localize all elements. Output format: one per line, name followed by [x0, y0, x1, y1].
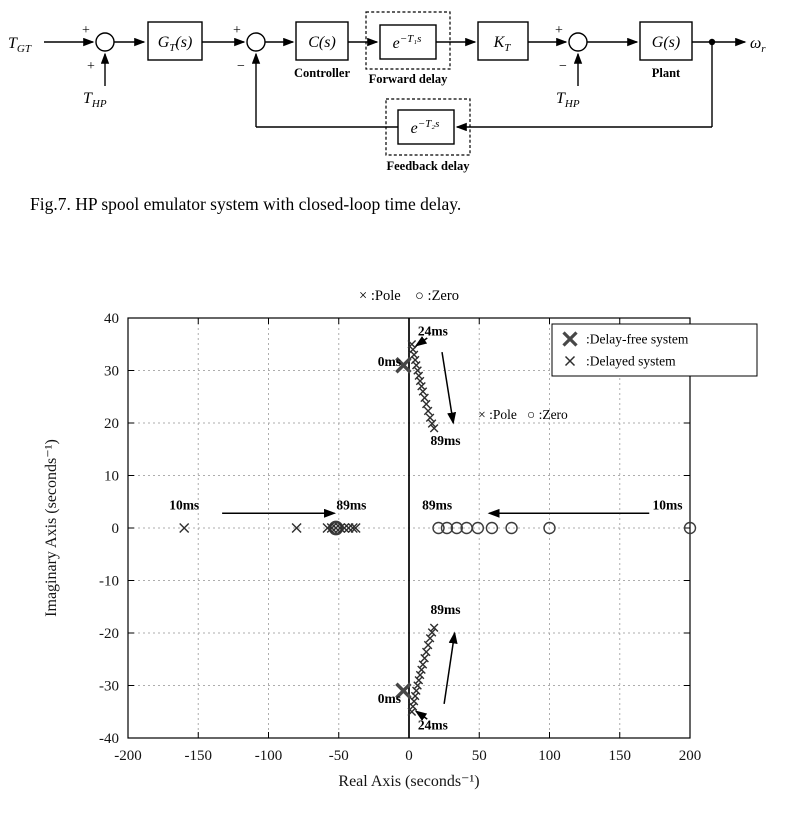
svg-text:10: 10	[104, 469, 119, 485]
series-delayed-real-poles	[179, 523, 361, 533]
forward-delay-label: e−T₁s	[393, 33, 422, 52]
svg-text:10ms: 10ms	[653, 497, 683, 512]
svg-text:Real Axis (seconds⁻¹): Real Axis (seconds⁻¹)	[338, 773, 479, 790]
summing-junction-3	[568, 32, 588, 52]
svg-text:× :Pole ○ :Zero: × :Pole ○ :Zero	[478, 407, 568, 422]
feedback-delay-caption: Feedback delay	[387, 159, 471, 173]
svg-text:24ms: 24ms	[418, 324, 448, 339]
svg-text:-40: -40	[99, 731, 119, 747]
svg-text:-10: -10	[99, 574, 119, 590]
svg-text:-50: -50	[329, 748, 349, 764]
sum3-plus-sign: +	[555, 23, 563, 38]
svg-text:0: 0	[112, 521, 120, 537]
svg-text:89ms: 89ms	[431, 433, 461, 448]
chart-axis-labels: Real Axis (seconds⁻¹) Imaginary Axis (sec…	[43, 288, 568, 790]
omega-output-label: ωr	[750, 35, 766, 55]
svg-text:40: 40	[104, 311, 119, 327]
tgt-input-label: TGT	[8, 35, 32, 55]
svg-text:-100: -100	[255, 748, 283, 764]
svg-text:-200: -200	[114, 748, 142, 764]
svg-text:-20: -20	[99, 626, 119, 642]
plant-block-label: G(s)	[652, 34, 680, 51]
summing-junction-1	[95, 32, 115, 52]
sum1-plus-sign-bottom: +	[87, 59, 95, 74]
series-delayed-upper-poles	[407, 339, 439, 433]
chart-series	[179, 339, 697, 717]
svg-text:200: 200	[679, 748, 702, 764]
series-delay-free-zeros	[328, 520, 344, 536]
chart-legend: :Delay-free system :Delayed system	[551, 323, 758, 377]
block-feedback-delay	[397, 109, 455, 145]
svg-text:Imaginary Axis (seconds⁻¹): Imaginary Axis (seconds⁻¹)	[43, 439, 60, 617]
branch-point	[708, 38, 716, 46]
svg-text:-150: -150	[185, 748, 213, 764]
sum3-minus-sign: −	[559, 59, 567, 74]
forward-delay-dashed-box	[365, 11, 451, 70]
plant-caption: Plant	[652, 66, 681, 80]
chart-axes	[127, 317, 691, 739]
series-delayed-lower-poles	[407, 623, 439, 717]
svg-text:89ms: 89ms	[336, 497, 366, 512]
diagram-signs: + + + − + −	[82, 23, 567, 74]
gt-block-label: GT(s)	[158, 34, 193, 54]
svg-text:0ms: 0ms	[378, 691, 401, 706]
series-delay-free-poles	[395, 357, 412, 699]
svg-text:24ms: 24ms	[418, 717, 448, 732]
svg-text:50: 50	[472, 748, 487, 764]
sum2-minus-sign: −	[237, 59, 245, 74]
thp-label-1: THP	[83, 90, 107, 110]
diagram-wires	[44, 37, 747, 132]
svg-text:-30: -30	[99, 679, 119, 695]
svg-text:10ms: 10ms	[169, 497, 199, 512]
sum2-plus-sign: +	[233, 23, 241, 38]
forward-delay-caption: Forward delay	[369, 72, 449, 86]
svg-text:0ms: 0ms	[378, 354, 401, 369]
chart-annotations: 24ms 0ms 89ms 10ms 89ms 89ms 10ms 89ms 0ms 24ms	[169, 324, 682, 733]
block-diagram-figure: + + + − + − TGT THP THP GT(s) C(s) e−T₁s…	[8, 11, 766, 173]
block-gt	[147, 21, 203, 61]
thp-label-2: THP	[556, 90, 580, 110]
feedback-delay-dashed-box	[385, 98, 471, 156]
series-delayed-zeros	[432, 521, 697, 535]
svg-text:89ms: 89ms	[431, 602, 461, 617]
controller-block-label: C(s)	[308, 34, 336, 51]
kt-block-label: KT	[493, 34, 512, 54]
svg-text:150: 150	[609, 748, 632, 764]
svg-text:30: 30	[104, 364, 119, 380]
feedback-delay-label: e−T₂s	[411, 118, 440, 137]
block-forward-delay	[379, 24, 437, 60]
block-controller	[295, 21, 349, 61]
block-kt	[477, 21, 529, 61]
block-plant	[639, 21, 693, 61]
svg-text:× :Pole ○ :Zero: × :Pole ○ :Zero	[359, 288, 459, 304]
svg-text:0: 0	[405, 748, 413, 764]
controller-caption: Controller	[294, 66, 350, 80]
svg-text::Delayed system: :Delayed system	[586, 354, 676, 369]
svg-text::Delay-free system: :Delay-free system	[586, 332, 689, 347]
svg-text:89ms: 89ms	[422, 497, 452, 512]
chart-arrows	[222, 336, 650, 721]
sum1-plus-sign: +	[82, 23, 90, 38]
summing-junction-2	[246, 32, 266, 52]
svg-text:100: 100	[538, 748, 561, 764]
figure-caption: Fig.7. HP spool emulator system with clo…	[30, 194, 462, 214]
svg-text:20: 20	[104, 416, 119, 432]
